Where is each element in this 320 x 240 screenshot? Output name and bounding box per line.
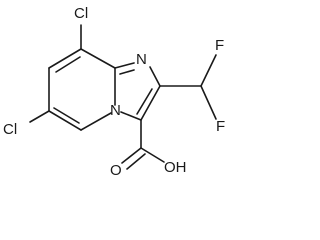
- bond-c-o-double-b: [126, 153, 146, 170]
- bond-c2-c3-inner: [136, 88, 153, 115]
- bond-c5-c6: [48, 110, 82, 131]
- chemical-structure: Cl Cl N N F F O OH: [3, 5, 225, 179]
- bond-c3-n4: [120, 111, 142, 121]
- atom-carboxyl-oh: OH: [164, 159, 187, 176]
- atom-f-top: F: [215, 37, 224, 54]
- atom-n-imidazole: N: [136, 51, 147, 68]
- bond-c7-c8: [48, 48, 82, 69]
- bond-chf2-f-top: [200, 54, 217, 87]
- bond-c5-c6-inner: [53, 107, 80, 124]
- atom-f-right: F: [216, 118, 225, 135]
- bond-n1-c2: [149, 66, 161, 87]
- bond-c7-c8-inner: [55, 56, 81, 73]
- atom-n-bridge: N: [110, 102, 121, 119]
- bond-c8a-n1: [114, 62, 135, 69]
- atom-cl-top: Cl: [74, 5, 88, 22]
- bond-c-o-double-a: [121, 147, 142, 164]
- bond-c6-cl: [29, 110, 50, 123]
- bond-c2-c3: [140, 85, 161, 121]
- atom-carboxyl-o: O: [110, 162, 122, 179]
- bond-n4-c5: [80, 112, 112, 131]
- bond-c8a-n1-inner: [119, 69, 135, 75]
- atom-cl-left: Cl: [3, 121, 17, 138]
- bond-c-oh: [140, 147, 165, 163]
- bond-chf2-f-right: [200, 85, 217, 120]
- bond-c8-c8a: [80, 48, 116, 69]
